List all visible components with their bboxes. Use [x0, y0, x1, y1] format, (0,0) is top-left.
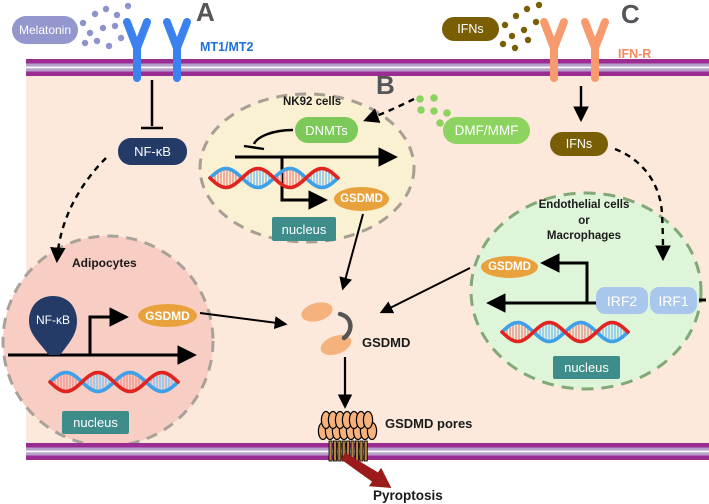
- panel-a-label: A: [196, 0, 215, 27]
- panel-b-label: B: [376, 70, 395, 100]
- ifns-to-irf1-dashed-arrow: [614, 147, 671, 262]
- ifn-receptor-label: IFN-R: [618, 47, 652, 61]
- nk92-dna-icon: [208, 166, 340, 190]
- adipocyte-dna-icon: [48, 370, 180, 394]
- endothelial-nucleus-label: nucleus: [553, 356, 620, 379]
- gsdmd-pores-label: GSDMD pores: [385, 416, 473, 431]
- plasma-membrane-top: [26, 59, 709, 76]
- endothelial-title-line1: Endothelial cells: [538, 199, 630, 211]
- nk92-gsdmd-pill: GSDMD: [334, 187, 389, 211]
- nfkb-pill: NF-κB: [118, 138, 187, 165]
- endothelial-title-line3: Macrophages: [546, 230, 622, 242]
- adipocyte-cell-outline: [1, 234, 215, 448]
- adipocyte-gsdmd-pill: GSDMD: [138, 304, 197, 327]
- dnmts-inhibition-bar: [243, 144, 265, 151]
- ifn-dots-icon: [499, 1, 543, 52]
- adipocyte-gsdmd-to-center-arrow: [199, 312, 288, 330]
- gsdmd-central-label: GSDMD: [362, 335, 411, 350]
- irf1-pill: IRF1: [650, 287, 697, 314]
- adipocyte-cell-title: Adipocytes: [72, 256, 137, 270]
- melatonin-pill: Melatonin: [12, 16, 78, 44]
- panel-c-label: C: [621, 0, 640, 29]
- endothelial-gsdmd-pill: GSDMD: [481, 256, 538, 278]
- endothelial-to-center-arrow: [379, 267, 471, 314]
- endothelial-title-line2: or: [578, 214, 590, 227]
- nk92-nucleus-label: nucleus: [272, 217, 336, 241]
- ifn-receptor-icon: [540, 18, 609, 82]
- pyroptosis-arrow: [340, 452, 392, 488]
- adipocyte-transcription-arrow: [88, 307, 129, 355]
- endothelial-cell-title: Endothelial cells or Macrophages: [506, 198, 662, 245]
- endothelial-dna-icon: [500, 320, 630, 344]
- ifns-cytoplasm-pill: IFNs: [550, 132, 608, 156]
- endothelial-transcription-arrow: [540, 253, 589, 303]
- irf2-pill: IRF2: [596, 287, 648, 314]
- dnmts-inhibition-line: [252, 128, 294, 145]
- dmf-dots-icon: [416, 94, 451, 127]
- pyroptosis-label: Pyroptosis: [373, 488, 443, 503]
- dmf-mmf-pill: DMF/MMF: [443, 117, 530, 144]
- adipocyte-nfkb-label: NF-κB: [36, 313, 70, 327]
- dnmts-pill: DNMTs: [295, 117, 358, 143]
- gsdmd-pore-icon: [317, 410, 378, 462]
- melatonin-dots-icon: [79, 2, 132, 50]
- nk92-cell-title: NK92 cells: [283, 96, 342, 108]
- mt-receptor-label: MT1/MT2: [200, 40, 254, 54]
- gsdmd-cleaved-icon: [301, 302, 353, 356]
- dmf-to-dnmts-dashed-arrow: [363, 97, 415, 123]
- nfkb-balloon-icon: [29, 296, 77, 355]
- nk92-gsdmd-to-center-arrow: [339, 213, 364, 291]
- mt-receptor-icon: [123, 18, 191, 82]
- adipocyte-nucleus-label: nucleus: [62, 411, 129, 434]
- nfkb-to-adipocyte-dashed-arrow: [50, 157, 107, 264]
- ifns-ligand-pill: IFNs: [442, 17, 499, 41]
